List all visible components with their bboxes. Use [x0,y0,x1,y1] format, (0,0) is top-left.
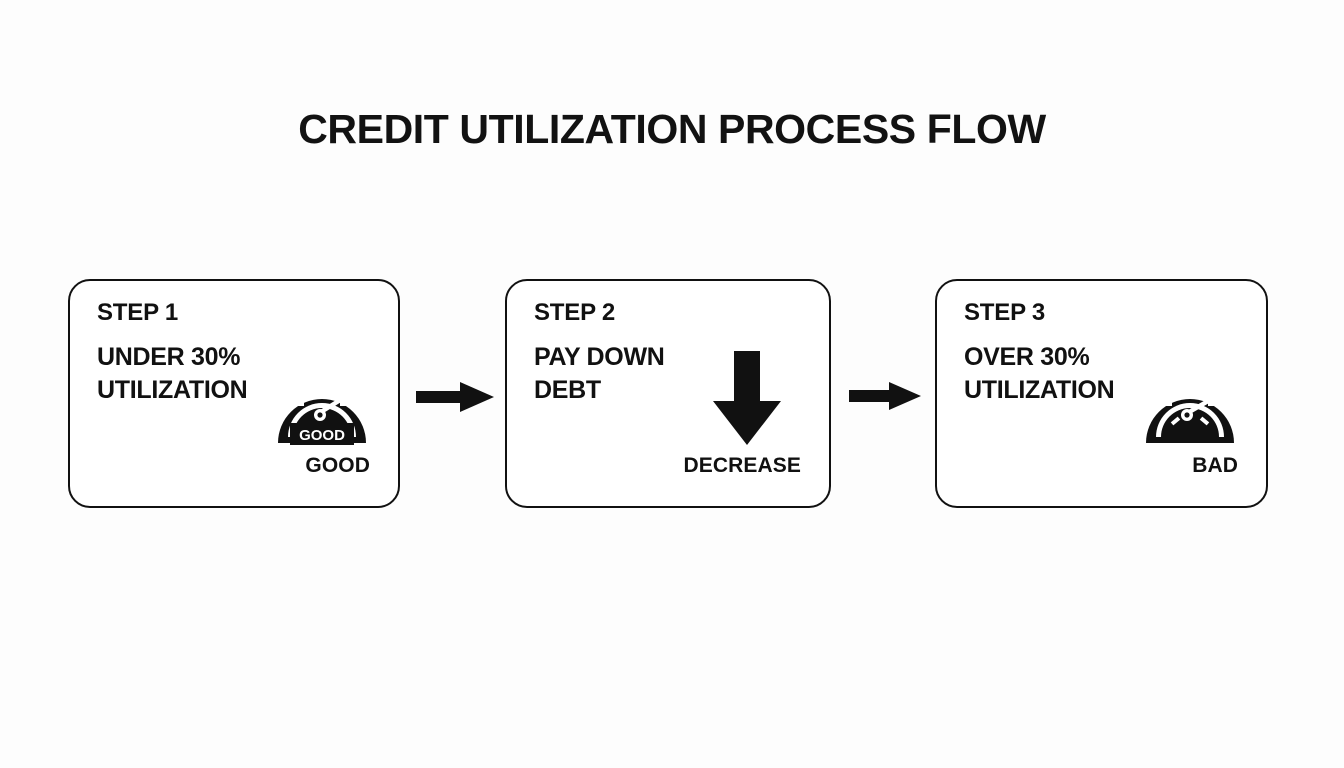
step-caption: BAD [1192,454,1238,477]
gauge-icon-slot: GOOD [272,355,372,451]
step-caption: DECREASE [683,454,801,477]
connector-arrow-2 [846,379,926,413]
gauge-icon: GOOD [278,379,366,445]
connector-arrow-1 [413,379,499,415]
step-caption: GOOD [305,454,370,477]
step-label: STEP 2 [534,299,616,326]
gauge-icon-slot [1140,355,1240,451]
arrow-down-icon [713,351,781,445]
arrow-down-icon-slot [697,351,797,447]
process-flow-row: STEP 1 UNDER 30% UTILIZATION GOOD GOOD [68,279,1268,510]
arrow-right-icon [416,382,494,412]
page-title: CREDIT UTILIZATION PROCESS FLOW [298,106,1046,152]
step-label: STEP 3 [964,299,1046,326]
step-body-text: UNDER 30% UTILIZATION [97,343,248,404]
step-card-1: STEP 1 UNDER 30% UTILIZATION GOOD GOOD [68,279,400,508]
gauge-icon [1146,379,1234,443]
arrow-right-icon [849,382,921,410]
gauge-inner-label: GOOD [299,427,345,444]
step-card-3: STEP 3 OVER 30% UTILIZATION BAD [935,279,1268,508]
step-body-text: PAY DOWN DEBT [534,343,665,404]
step-card-2: STEP 2 PAY DOWN DEBT DECREASE [505,279,831,508]
step-body-text: OVER 30% UTILIZATION [964,343,1115,404]
step-label: STEP 1 [97,299,179,326]
